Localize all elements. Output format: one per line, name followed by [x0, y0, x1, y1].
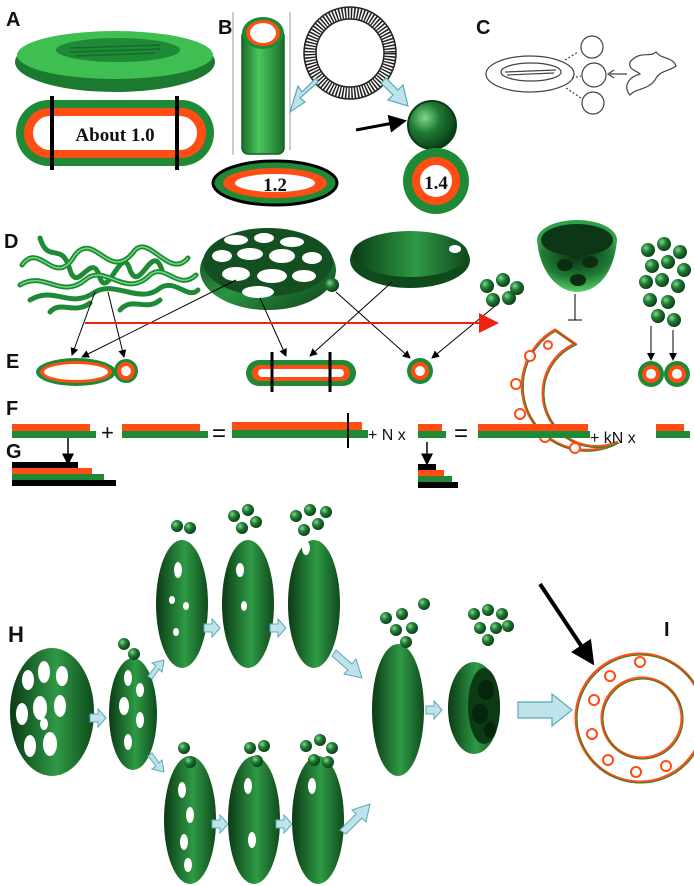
panel-label-a: A — [6, 9, 20, 31]
particle-single — [325, 278, 339, 292]
ratio-disc-label: About 1.0 — [75, 125, 154, 146]
upper-row-ovals — [156, 504, 340, 668]
equals-sign-2: = — [454, 420, 468, 447]
outline-sketch — [486, 36, 676, 114]
bar-pair-6 — [656, 424, 690, 438]
panel-label-f: F — [6, 398, 18, 420]
panel-label-g: G — [6, 441, 22, 463]
bar-pair-4 — [418, 424, 446, 438]
lower-row-ovals — [164, 734, 344, 884]
panel-label-b: B — [218, 17, 232, 39]
donut-cross-section — [576, 654, 694, 783]
cup-shaped-membrane-icon — [537, 220, 617, 292]
times-kn-label: + kN x — [590, 430, 636, 447]
particle-column — [639, 237, 691, 327]
pointer-arrow — [356, 121, 404, 130]
sphere-membrane-icon — [408, 101, 456, 149]
particle-pair-h — [118, 638, 140, 660]
transition-arrow-right — [381, 78, 408, 106]
sheet-cross-section — [246, 352, 356, 392]
plus-sign-1: + — [101, 420, 114, 445]
lipid-bilayer-ring-icon — [304, 7, 396, 99]
flow-arrow-big — [518, 694, 572, 726]
perforated-oval-large — [10, 648, 94, 776]
panel-label-h: H — [8, 622, 24, 647]
panel-label-i: I — [664, 619, 670, 641]
flow-arrow-up — [148, 660, 164, 679]
perforated-disc-icon — [200, 228, 336, 310]
vesicle-pair — [638, 361, 690, 387]
ratio-sphere-label: 1.4 — [424, 173, 448, 194]
panel-label-c: C — [476, 17, 490, 39]
flow-arrow-down — [148, 753, 164, 772]
flow-arrow-u3 — [332, 650, 362, 678]
bar-pair-3 — [232, 413, 368, 448]
disc-membrane-icon — [15, 31, 215, 92]
solid-disc-icon — [350, 231, 470, 288]
panel-label-e: E — [6, 351, 19, 373]
panel-label-d: D — [4, 231, 18, 253]
flow-arrow-l3 — [340, 804, 370, 834]
pointer-arrow-i — [540, 584, 592, 662]
stacked-bars-1 — [12, 462, 116, 486]
equals-sign-1: = — [212, 420, 226, 447]
cup-membrane-h — [448, 604, 514, 754]
cylinder-membrane-icon — [242, 17, 284, 154]
bar-pair-2 — [122, 424, 208, 438]
transition-arrow-left — [290, 78, 318, 112]
ratio-cylinder-label: 1.2 — [263, 175, 287, 196]
particle-cluster-icon — [480, 273, 524, 307]
bar-pair-1 — [12, 424, 96, 438]
vesicle-cross-section — [407, 358, 433, 384]
stacked-bars-2 — [418, 464, 458, 488]
ellipse-cross-section — [36, 358, 116, 386]
merged-oval — [372, 598, 430, 776]
bar-pair-5 — [478, 424, 590, 438]
connector-arrows — [72, 280, 673, 360]
tubular-network-icon — [20, 238, 198, 312]
times-n-label: + N x — [368, 427, 406, 444]
flow-arrow-m1 — [426, 701, 442, 719]
small-ring-cross-section — [114, 359, 138, 383]
